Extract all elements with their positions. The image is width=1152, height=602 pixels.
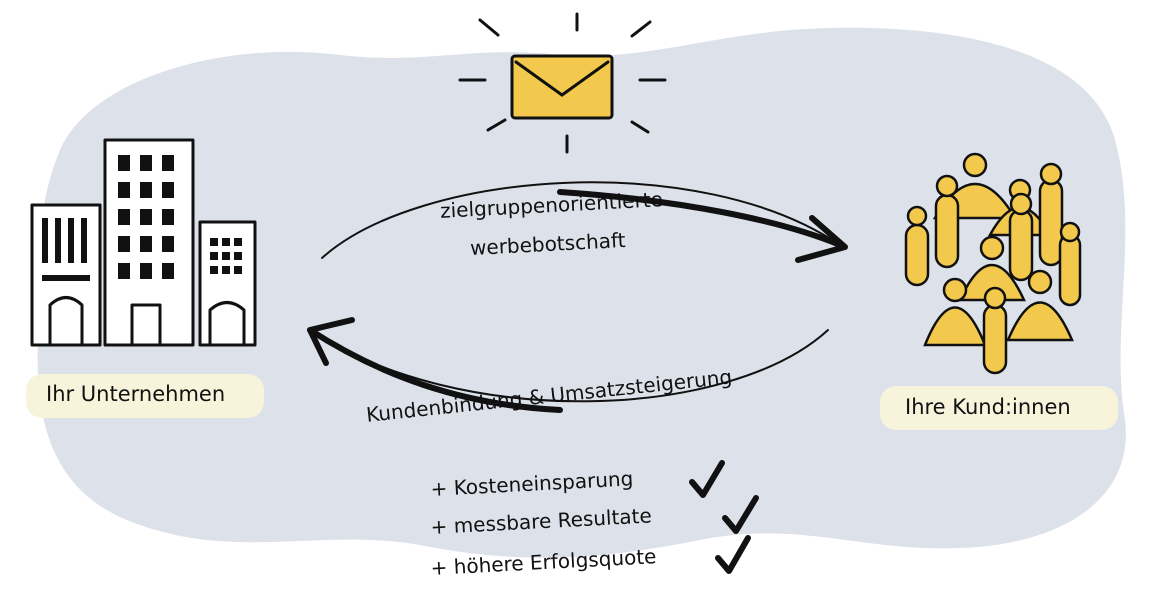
envelope-icon	[458, 12, 667, 154]
checkmarks	[689, 460, 759, 574]
checkmark-icon	[689, 460, 725, 498]
top-arrow-head	[795, 215, 848, 263]
company-label-pill	[26, 374, 264, 418]
background-blob	[37, 27, 1126, 558]
company-label: Ihr Unternehmen	[46, 382, 226, 406]
customers-label-pill	[880, 386, 1118, 430]
checkmark-icon	[715, 535, 751, 574]
arrows	[307, 181, 848, 413]
bottom-arrow-thick	[307, 327, 563, 413]
customers-label: Ihre Kund:innen	[905, 395, 1071, 419]
bottom-arrow-head	[307, 317, 355, 366]
people-crowd-icon	[904, 152, 1082, 375]
top-arrow-thick	[557, 189, 843, 248]
checkmark-icon	[722, 495, 759, 534]
office-buildings-icon	[30, 138, 257, 347]
top-arrow	[321, 181, 841, 259]
